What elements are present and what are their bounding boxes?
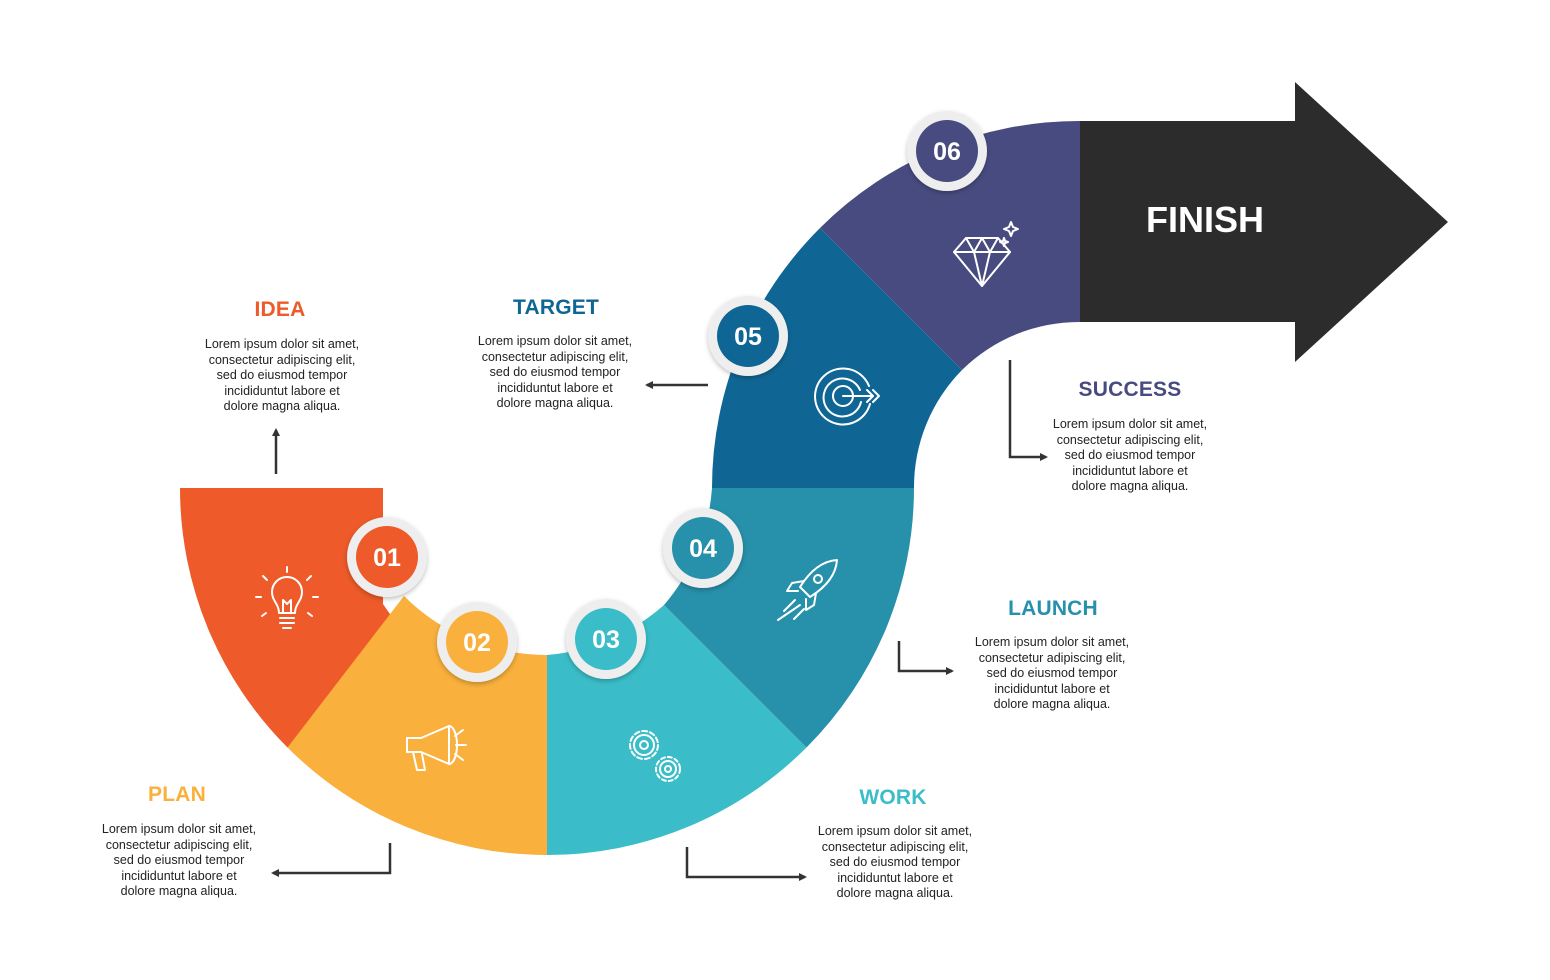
step-text-line: incididuntut labore et xyxy=(121,868,237,883)
step-text-work: Lorem ipsum dolor sit amet,consectetur a… xyxy=(795,824,995,902)
step-text-success: Lorem ipsum dolor sit amet,consectetur a… xyxy=(1030,417,1230,495)
step-title-plan: PLAN xyxy=(148,783,206,806)
step-text-line: Lorem ipsum dolor sit amet, xyxy=(1052,417,1208,431)
connector-success xyxy=(1008,360,1048,461)
step-text-line: sed do eiusmod tempor xyxy=(216,368,348,382)
step-text-line: consectetur adipiscing elit, xyxy=(105,837,253,852)
diamond-icon xyxy=(953,221,1019,287)
step-text-line: consectetur adipiscing elit, xyxy=(821,839,969,854)
step-title-work: WORK xyxy=(859,786,927,809)
connector-work xyxy=(685,847,807,881)
badge-number: 05 xyxy=(734,323,762,351)
step-text-line: sed do eiusmod tempor xyxy=(489,365,621,379)
finish-label: FINISH xyxy=(1146,199,1264,240)
step-text-line: dolore magna aliqua. xyxy=(120,884,238,898)
badge-number: 06 xyxy=(933,138,961,166)
badge-fill xyxy=(356,526,418,588)
step-text-line: Lorem ipsum dolor sit amet, xyxy=(477,334,633,348)
step-text-launch: Lorem ipsum dolor sit amet,consectetur a… xyxy=(952,635,1152,713)
step-text-line: incididuntut labore et xyxy=(497,380,613,395)
step-text-line: sed do eiusmod tempor xyxy=(1064,448,1196,462)
step-text-line: dolore magna aliqua. xyxy=(223,399,341,413)
rocket-icon xyxy=(777,559,838,621)
step-text-line: consectetur adipiscing elit, xyxy=(1056,432,1204,447)
segment-success xyxy=(820,120,1080,370)
step-title-target: TARGET xyxy=(513,296,599,319)
step-title-idea: IDEA xyxy=(254,298,306,321)
badge-number: 03 xyxy=(592,626,620,654)
segment-target xyxy=(712,228,962,488)
badge-number: 01 xyxy=(373,544,401,572)
target-icon xyxy=(814,367,880,426)
step-text-line: dolore magna aliqua. xyxy=(993,697,1111,711)
badge-01: 01 xyxy=(347,517,427,597)
badge-fill xyxy=(575,608,637,670)
badge-05: 05 xyxy=(708,296,788,376)
badge-number: 04 xyxy=(689,535,717,563)
step-text-line: incididuntut labore et xyxy=(994,681,1110,696)
step-text-line: sed do eiusmod tempor xyxy=(113,853,245,867)
step-text-line: sed do eiusmod tempor xyxy=(986,666,1118,680)
badge-03: 03 xyxy=(566,599,646,679)
step-text-line: consectetur adipiscing elit, xyxy=(481,349,629,364)
badge-fill xyxy=(672,517,734,579)
badge-04: 04 xyxy=(663,508,743,588)
step-title-success: SUCCESS xyxy=(1078,378,1182,401)
badge-fill xyxy=(916,120,978,182)
step-text-line: Lorem ipsum dolor sit amet, xyxy=(204,337,360,351)
megaphone-icon xyxy=(406,725,467,771)
badge-02: 02 xyxy=(437,602,517,682)
step-text-plan: Lorem ipsum dolor sit amet,consectetur a… xyxy=(79,822,279,900)
lightbulb-icon xyxy=(255,566,319,629)
step-text-idea: Lorem ipsum dolor sit amet,consectetur a… xyxy=(182,337,382,415)
step-text-line: incididuntut labore et xyxy=(837,870,953,885)
step-text-line: Lorem ipsum dolor sit amet, xyxy=(817,824,973,838)
step-text-line: sed do eiusmod tempor xyxy=(829,855,961,869)
gears-icon xyxy=(629,730,681,782)
step-text-line: dolore magna aliqua. xyxy=(1071,479,1189,493)
step-text-line: consectetur adipiscing elit, xyxy=(978,650,1126,665)
step-text-line: incididuntut labore et xyxy=(1072,463,1188,478)
badge-number: 02 xyxy=(463,629,491,657)
step-text-line: dolore magna aliqua. xyxy=(496,396,614,410)
connector-launch xyxy=(897,641,954,675)
step-title-launch: LAUNCH xyxy=(1008,597,1098,620)
step-text-line: incididuntut labore et xyxy=(224,383,340,398)
badge-06: 06 xyxy=(907,111,987,191)
step-text-line: Lorem ipsum dolor sit amet, xyxy=(101,822,257,836)
step-text-target: Lorem ipsum dolor sit amet,consectetur a… xyxy=(455,334,655,412)
badge-fill xyxy=(717,305,779,367)
badge-fill xyxy=(446,611,508,673)
step-text-line: dolore magna aliqua. xyxy=(836,886,954,900)
connector-plan xyxy=(271,843,392,877)
step-text-line: consectetur adipiscing elit, xyxy=(208,352,356,367)
finish-arrow xyxy=(1080,82,1448,362)
step-text-line: Lorem ipsum dolor sit amet, xyxy=(974,635,1130,649)
